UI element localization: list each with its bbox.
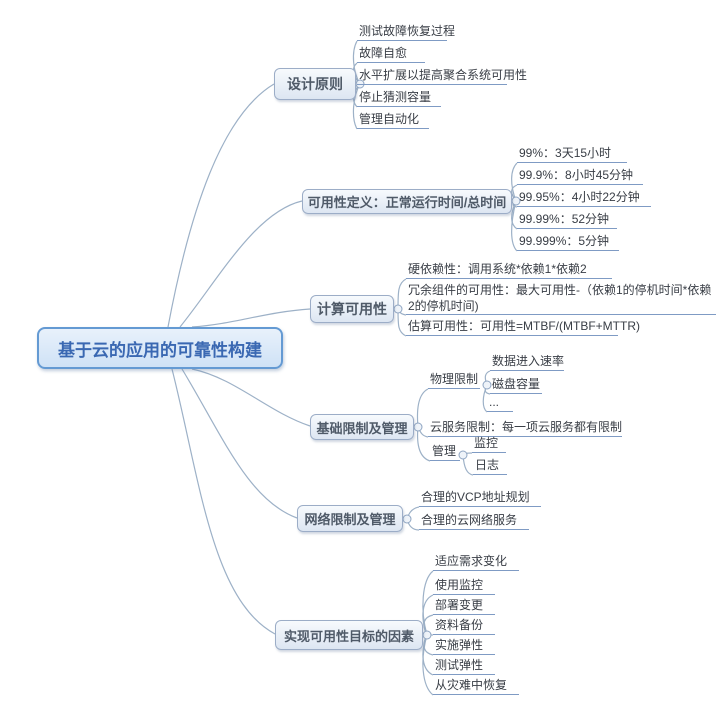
collapse-handle[interactable] bbox=[422, 630, 432, 640]
leaf-adapt-demand-changes[interactable]: 适应需求变化 bbox=[433, 553, 519, 571]
leaf-99[interactable]: 99%：3天15小时 bbox=[517, 145, 627, 163]
leaf-test-resilience[interactable]: 测试弹性 bbox=[433, 657, 495, 675]
root-node[interactable]: 基于云的应用的可靠性构建 bbox=[37, 327, 283, 369]
branch-compute-availability[interactable]: 计算可用性 bbox=[310, 295, 394, 323]
leaf-monitoring[interactable]: 监控 bbox=[472, 435, 506, 453]
leaf-stop-guessing-capacity[interactable]: 停止猜测容量 bbox=[357, 89, 441, 107]
leaf-horizontal-scaling[interactable]: 水平扩展以提高聚合系统可用性 bbox=[357, 67, 527, 85]
connector-line bbox=[171, 368, 276, 635]
node-physical-limits[interactable]: 物理限制 bbox=[428, 371, 480, 389]
connector-line bbox=[422, 634, 434, 696]
branch-base-limits-management[interactable]: 基础限制及管理 bbox=[310, 414, 414, 440]
leaf-hard-dependency[interactable]: 硬依赖性：调用系统*依赖1*依赖2 bbox=[406, 261, 612, 279]
leaf-ellipsis[interactable]: ... bbox=[487, 394, 513, 412]
leaf-cloud-network-services[interactable]: 合理的云网络服务 bbox=[419, 512, 529, 530]
connector-line bbox=[511, 200, 518, 252]
leaf-management-automation[interactable]: 管理自动化 bbox=[357, 111, 429, 129]
connector-line bbox=[181, 368, 298, 519]
leaf-usage-monitoring[interactable]: 使用监控 bbox=[433, 577, 495, 595]
leaf-disk-capacity[interactable]: 磁盘容量 bbox=[490, 376, 542, 394]
collapse-handle[interactable] bbox=[482, 380, 492, 390]
leaf-99-999[interactable]: 99.999%：5分钟 bbox=[517, 233, 619, 251]
collapse-handle[interactable] bbox=[511, 196, 521, 206]
branch-availability-goal-factors[interactable]: 实现可用性目标的因素 bbox=[275, 620, 423, 650]
connector-line bbox=[191, 368, 311, 427]
leaf-estimate-availability[interactable]: 估算可用性：可用性=MTBF/(MTBF+MTTR) bbox=[406, 318, 640, 336]
leaf-disaster-recovery[interactable]: 从灾难中恢复 bbox=[433, 677, 519, 695]
connector-line bbox=[191, 308, 311, 328]
connector-line bbox=[167, 83, 275, 328]
leaf-data-backup[interactable]: 资料备份 bbox=[433, 617, 495, 635]
branch-availability-definition[interactable]: 可用性定义：正常运行时间/总时间 bbox=[302, 189, 512, 214]
leaf-99-9[interactable]: 99.9%：8小时45分钟 bbox=[517, 167, 643, 185]
collapse-handle[interactable] bbox=[458, 450, 468, 460]
connector-line bbox=[416, 426, 431, 462]
leaf-deployment-changes[interactable]: 部署变更 bbox=[433, 597, 495, 615]
leaf-implement-resilience[interactable]: 实施弹性 bbox=[433, 637, 495, 655]
collapse-handle[interactable] bbox=[393, 304, 403, 314]
connector-line bbox=[179, 200, 303, 328]
connector-line bbox=[397, 278, 407, 310]
collapse-handle[interactable] bbox=[413, 422, 423, 432]
leaf-cloud-service-limits[interactable]: 云服务限制：每一项云服务都有限制 bbox=[428, 419, 622, 437]
leaf-99-99[interactable]: 99.99%：52分钟 bbox=[517, 211, 617, 229]
connector-line bbox=[416, 388, 429, 428]
leaf-failure-self-healing[interactable]: 故障自愈 bbox=[357, 45, 425, 63]
leaf-vcp-address-planning[interactable]: 合理的VCP地址规划 bbox=[419, 489, 541, 507]
collapse-handle[interactable] bbox=[402, 514, 412, 524]
branch-network-limits-management[interactable]: 网络限制及管理 bbox=[297, 505, 403, 532]
connector-line bbox=[422, 570, 434, 636]
leaf-99-95[interactable]: 99.95%：4小时22分钟 bbox=[517, 189, 651, 207]
node-management[interactable]: 管理 bbox=[430, 443, 460, 461]
leaf-redundant-components[interactable]: 冗余组件的可用性：最大可用性-（依赖1的停机时间*依赖2的停机时间) bbox=[406, 282, 716, 315]
leaf-logs[interactable]: 日志 bbox=[473, 457, 507, 475]
leaf-data-ingress-rate[interactable]: 数据进入速率 bbox=[490, 353, 564, 371]
leaf-test-failure-recovery[interactable]: 测试故障恢复过程 bbox=[357, 23, 455, 41]
branch-design-principles[interactable]: 设计原则 bbox=[274, 68, 356, 100]
